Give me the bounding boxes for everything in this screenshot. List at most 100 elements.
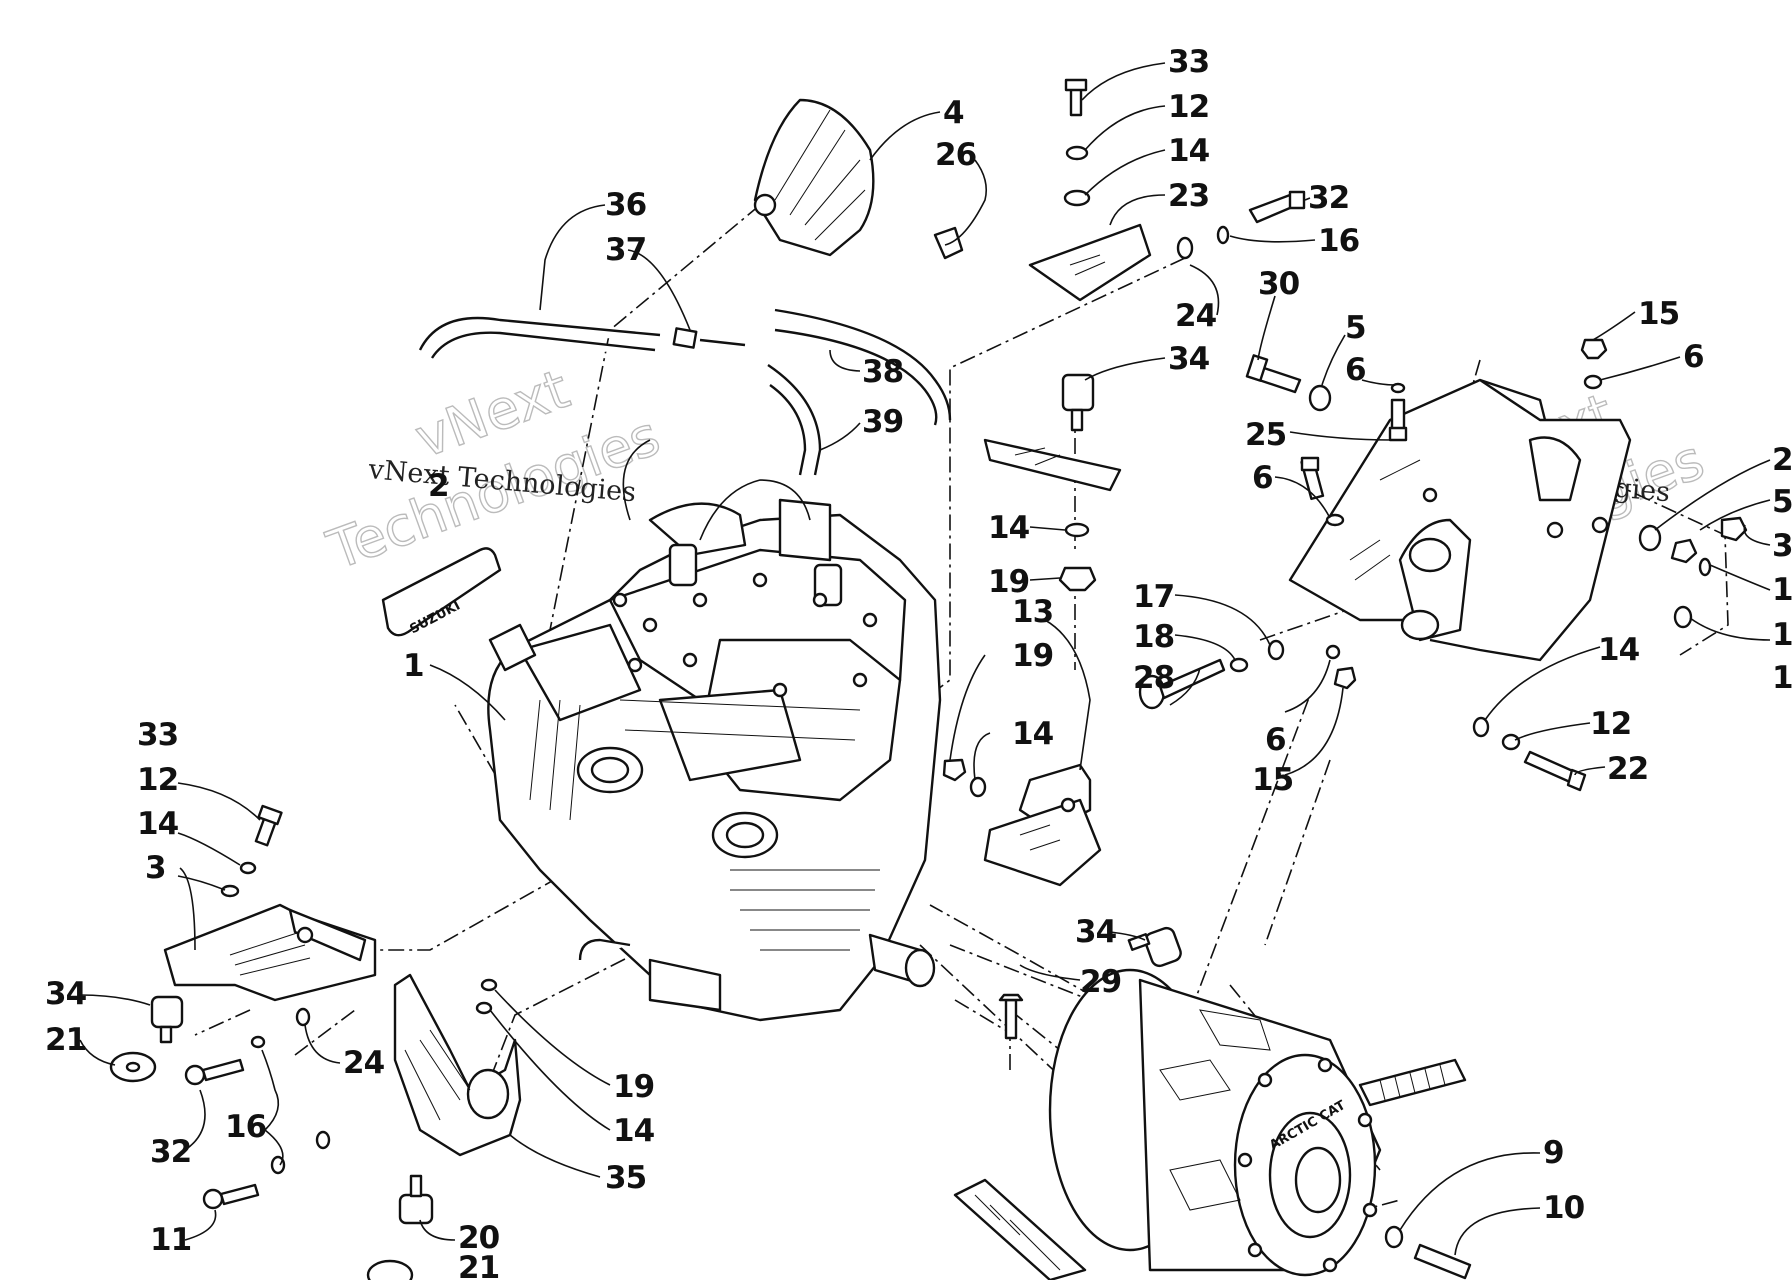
left-mount-group: [109, 804, 377, 1083]
callout-12-left: 12: [137, 762, 178, 798]
callout-1: 1: [403, 648, 424, 684]
callout-labels: 33 12 14 23 32 16 4 26 36 37 38 39 24 34…: [45, 44, 1792, 1284]
head-bolts: [612, 572, 878, 698]
drive-clutch: ARCTIC CAT: [1048, 968, 1382, 1277]
washer-16-left-low: [270, 1155, 286, 1175]
washer-12-low: [1501, 733, 1521, 751]
washer-24-left-low: [315, 1130, 331, 1150]
callout-29: 29: [1080, 964, 1121, 1000]
callout-26: 26: [935, 137, 976, 173]
callout-34-center: 34: [1075, 914, 1117, 950]
washer-14-top: [1063, 189, 1091, 207]
callout-35: 35: [605, 1160, 646, 1196]
washer-1-right: [1698, 557, 1712, 577]
hose-36-inner: [430, 331, 656, 359]
callout-2-right-edge: 2: [1772, 442, 1792, 478]
bracket-35-group: [366, 973, 522, 1284]
water-pump: [648, 958, 722, 1012]
bracket-13: [983, 798, 1102, 887]
callout-leaders: [79, 62, 1771, 1256]
washer-6-low: [1325, 644, 1341, 660]
washer-14-mid: [1064, 522, 1090, 538]
callout-12-top: 12: [1168, 89, 1209, 125]
washer-9: [1384, 1225, 1404, 1249]
callout-19-left: 19: [613, 1069, 654, 1105]
left-lower-hardware: [184, 1007, 331, 1210]
nut-3-right: [1670, 538, 1698, 564]
right-mount-bracket: [1288, 378, 1632, 662]
washer-17: [1267, 639, 1285, 661]
callout-15-low: 15: [1252, 762, 1293, 798]
washer-18: [1229, 657, 1249, 673]
callout-17: 17: [1133, 579, 1174, 615]
clutch-weights: [1159, 1009, 1271, 1211]
callout-32-left: 32: [150, 1134, 191, 1170]
bolt-11: [219, 1183, 260, 1206]
callout-6-top-right: 6: [1683, 339, 1704, 375]
crankshaft-end: [904, 948, 936, 988]
hoses: [418, 308, 952, 476]
callout-5-upper: 5: [1345, 310, 1366, 346]
callout-9: 9: [1543, 1135, 1564, 1171]
part-4-bracket: [753, 98, 964, 260]
callout-22: 22: [1607, 751, 1648, 787]
callout-30: 30: [1258, 266, 1300, 302]
nut-1-right: [1720, 516, 1748, 542]
intake-port-1-inner: [590, 756, 630, 784]
callout-14-center: 14: [1012, 716, 1054, 752]
callout-37: 37: [605, 232, 646, 268]
callout-19-mid: 19: [988, 564, 1029, 600]
washer-24-left: [295, 1007, 311, 1027]
hose-38-inner: [774, 328, 938, 426]
engine-fins: [529, 699, 880, 951]
callout-15-top: 15: [1638, 296, 1679, 332]
callout-34-left: 34: [45, 976, 87, 1012]
callout-6-low: 6: [1265, 722, 1286, 758]
callout-38: 38: [862, 354, 903, 390]
bypass-hose: [622, 439, 651, 521]
clutch-bolts: [1237, 1057, 1378, 1273]
right-hardware: [1245, 338, 1748, 629]
nut-15-low: [1333, 666, 1357, 690]
mount-20: [398, 1193, 434, 1225]
callout-39: 39: [862, 404, 903, 440]
callout-14-mid: 14: [988, 510, 1030, 546]
callout-32-top: 32: [1308, 180, 1349, 216]
washer-12-top: [1065, 145, 1089, 161]
callout-12-right-low: 12: [1590, 706, 1631, 742]
callout-24-left: 24: [343, 1045, 385, 1081]
callout-6-mid: 6: [1252, 460, 1273, 496]
washer-24-top: [1176, 236, 1194, 260]
washer-12-left: [239, 861, 257, 875]
nut-19-left: [480, 978, 498, 992]
callout-16-top: 16: [1318, 223, 1359, 259]
callout-36: 36: [605, 187, 646, 223]
upper-mount-stack: [983, 78, 1152, 592]
drive-belt: [953, 1058, 1467, 1282]
callout-24-top: 24: [1175, 298, 1217, 334]
nut-15-top: [1580, 338, 1608, 360]
right-center-hardware: [1138, 639, 1587, 792]
mount-34-center: [1144, 926, 1182, 968]
bolt-32-left-head: [184, 1064, 206, 1086]
callout-33-top: 33: [1168, 44, 1209, 80]
callout-3-right-edge: 3: [1772, 528, 1792, 564]
thermostat-housing: [648, 502, 747, 557]
callout-34-top: 34: [1168, 341, 1210, 377]
callout-2: 2: [428, 468, 449, 504]
front-center-mount: [942, 758, 1182, 1040]
part-2-badge: SUZUKI: [381, 547, 502, 637]
callout-21-bottom: 21: [458, 1250, 499, 1280]
clutch-center: [1294, 1146, 1342, 1214]
bracket-35: [393, 973, 522, 1157]
callout-21-left: 21: [45, 1022, 86, 1058]
hose-connector-37: [672, 327, 698, 349]
callout-33-left: 33: [137, 717, 178, 753]
mount-34-top: [1061, 373, 1095, 412]
reed-cage-1: [518, 623, 642, 722]
intake-port-2-inner: [725, 821, 765, 849]
pump-outlet: [578, 938, 631, 961]
bracket-35-boss: [466, 1068, 510, 1120]
